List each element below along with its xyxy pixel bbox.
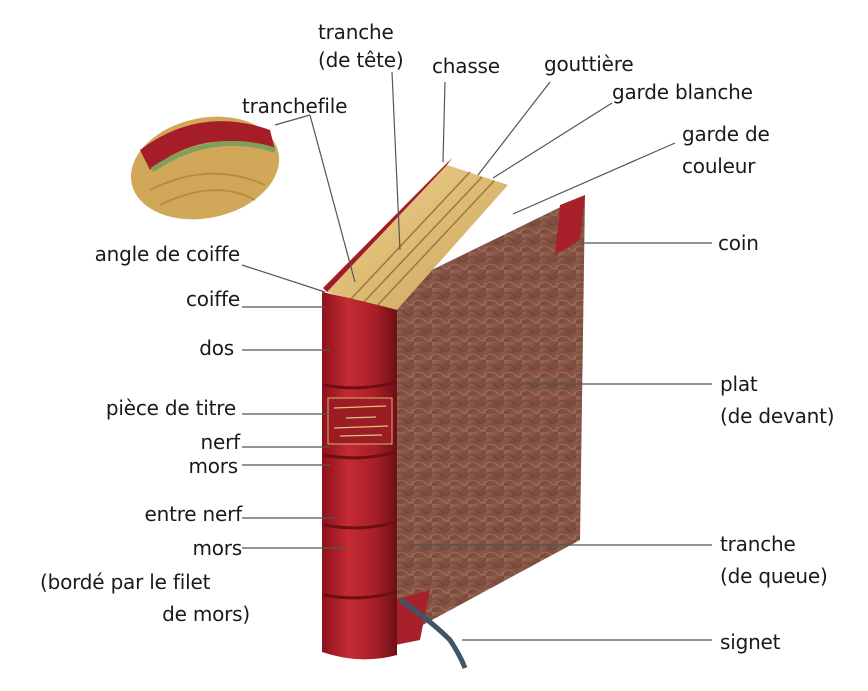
label-plat-2: (de devant) — [720, 402, 834, 430]
label-garde-couleur-2: couleur — [682, 152, 755, 180]
label-coin: coin — [718, 229, 759, 257]
label-coiffe: coiffe — [186, 285, 240, 313]
label-mors-2: mors — [192, 534, 242, 562]
label-garde-blanche: garde blanche — [612, 78, 753, 106]
label-garde-couleur-1: garde de — [682, 120, 770, 148]
label-mors: mors — [188, 452, 238, 480]
label-tranchefile: tranchefile — [242, 92, 347, 120]
label-mors-filet-1: (bordé par le filet — [40, 568, 210, 596]
label-gouttiere: gouttière — [544, 50, 633, 78]
spine — [322, 292, 397, 659]
label-mors-filet-2: de mors) — [162, 600, 250, 628]
label-chasse: chasse — [432, 52, 500, 80]
label-tranche-tete-2: (de tête) — [318, 46, 403, 74]
label-tranche-queue-2: (de queue) — [720, 562, 828, 590]
label-angle-coiffe: angle de coiffe — [95, 240, 240, 268]
label-signet: signet — [720, 628, 780, 656]
label-plat-1: plat — [720, 370, 758, 398]
label-entre-nerf: entre nerf — [144, 500, 242, 528]
tranchefile-inset — [121, 103, 289, 232]
label-tranche-tete-1: tranche — [318, 18, 394, 46]
label-dos: dos — [199, 334, 234, 362]
label-tranche-queue-1: tranche — [720, 530, 796, 558]
label-piece-titre: pièce de titre — [106, 394, 236, 422]
